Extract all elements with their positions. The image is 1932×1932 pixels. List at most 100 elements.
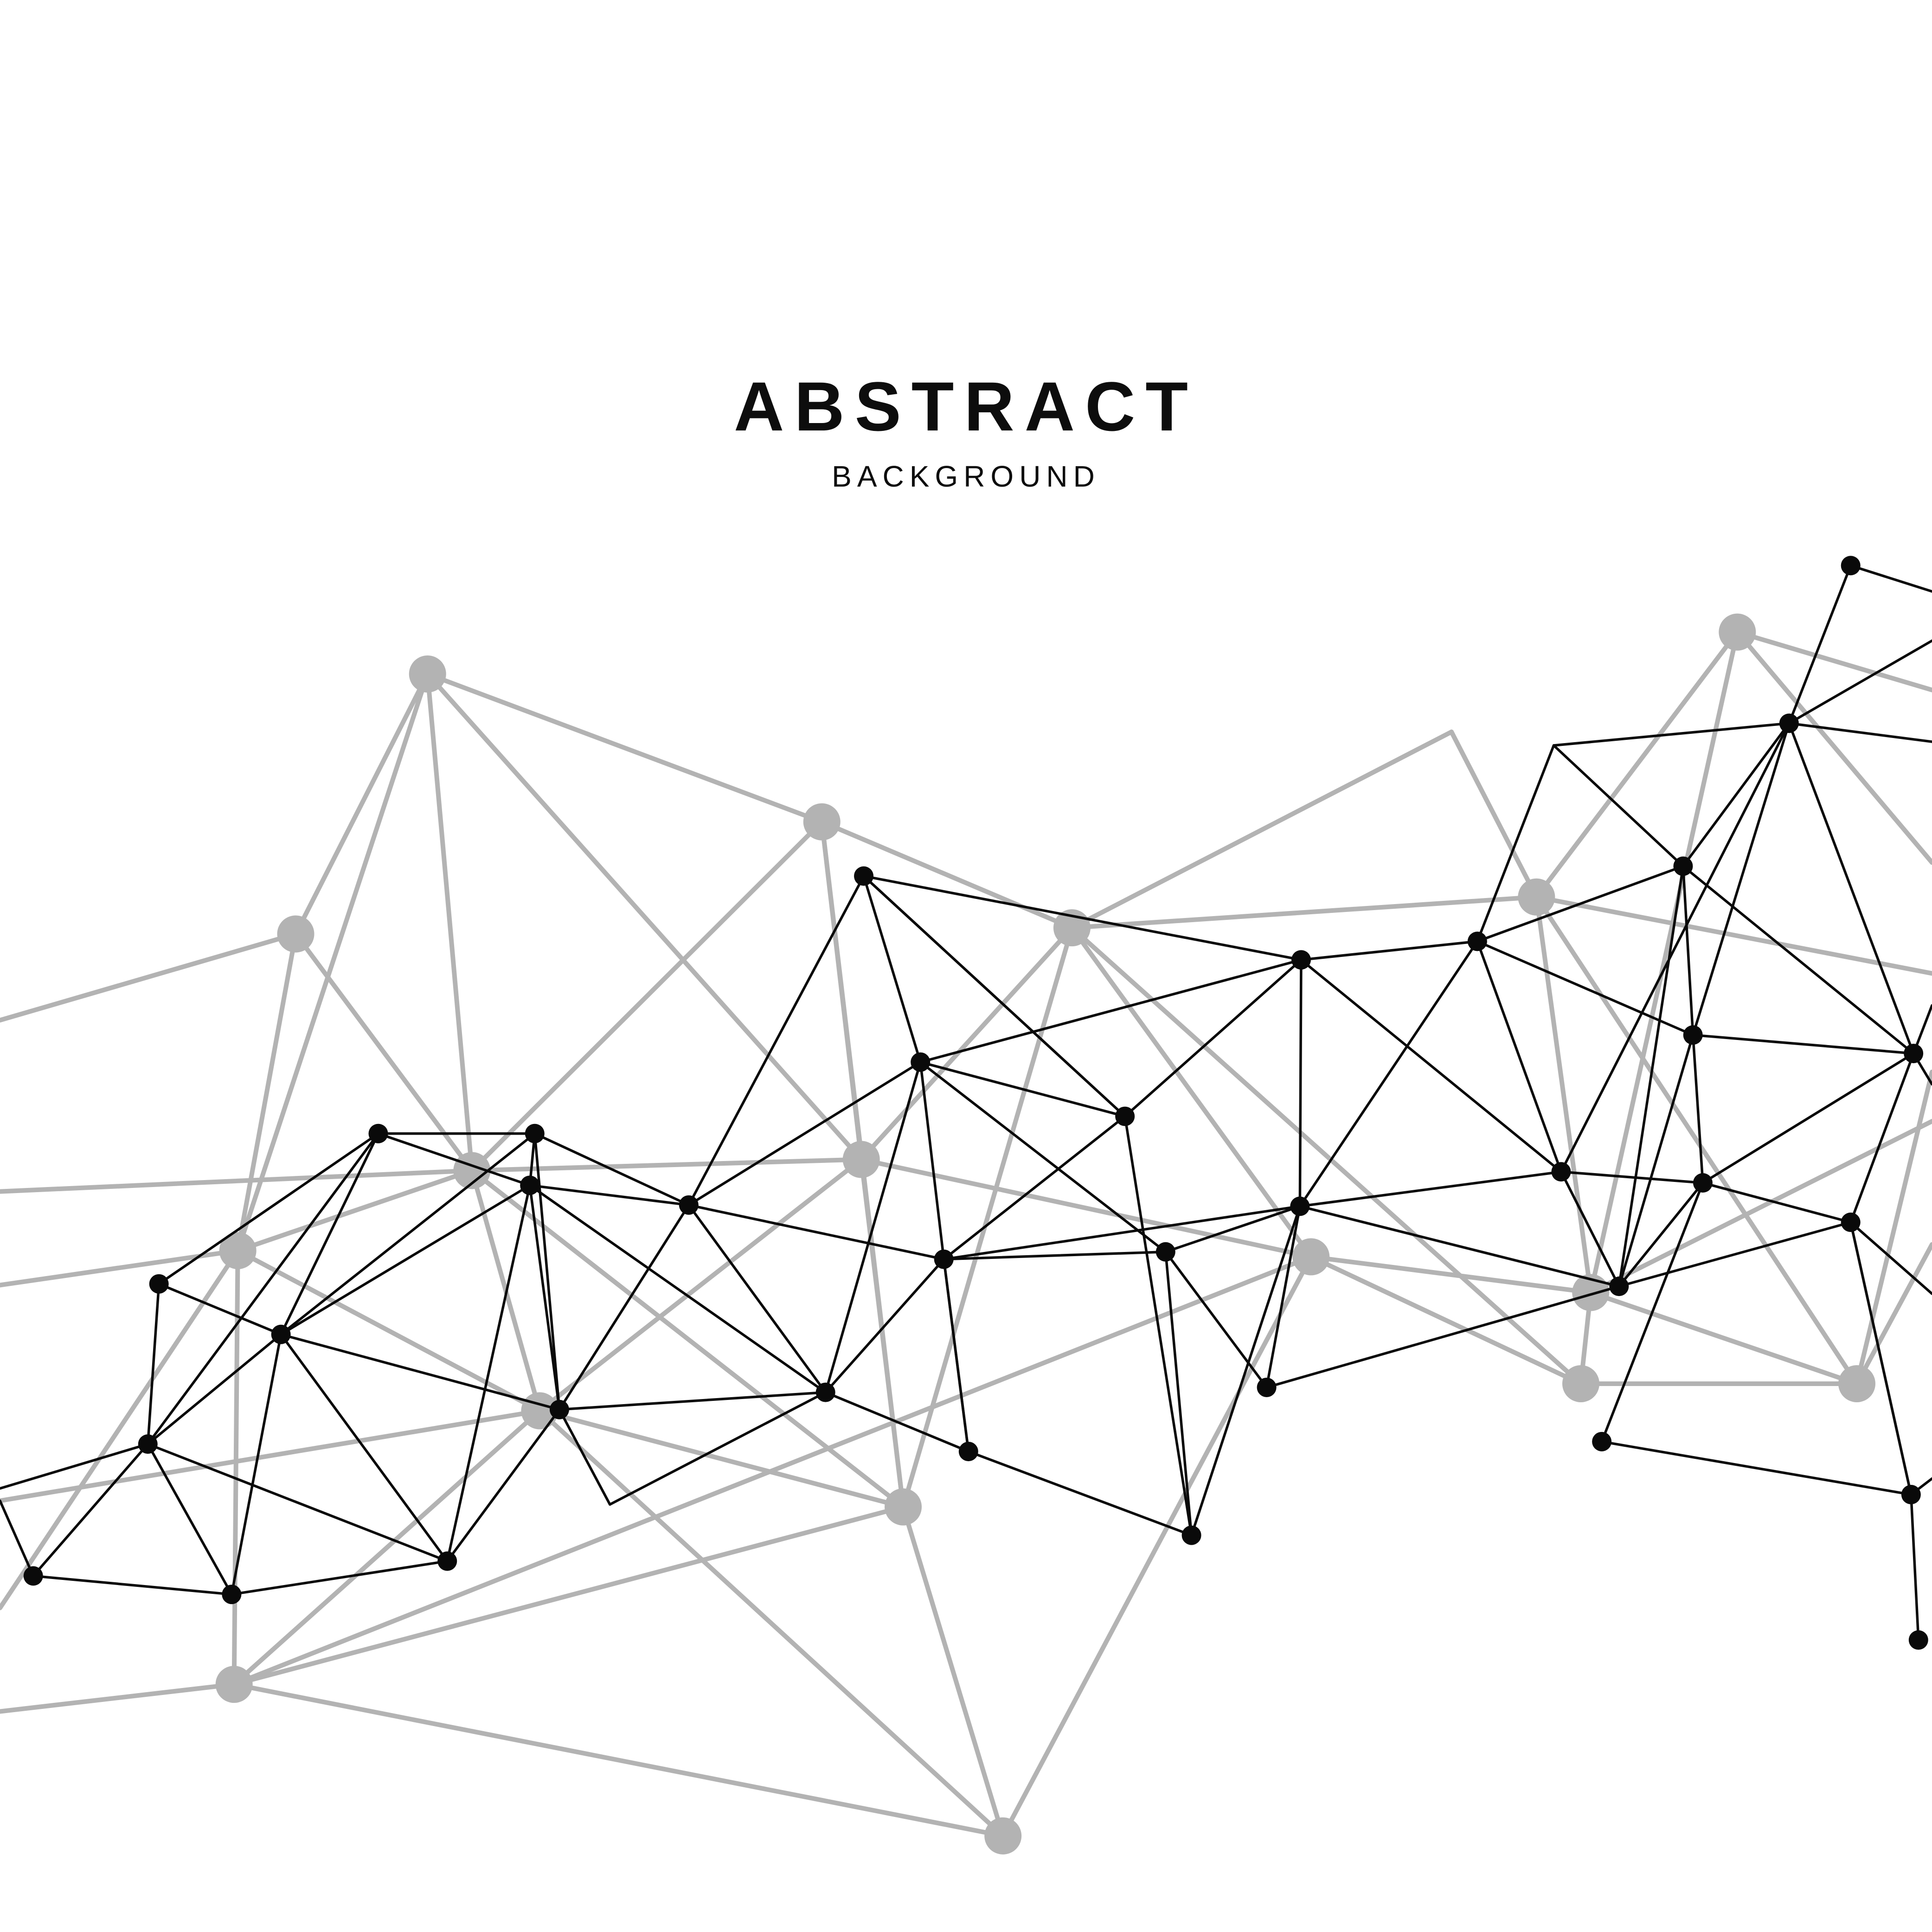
foreground-link xyxy=(687,1204,945,1261)
foreground-network xyxy=(0,556,1932,1650)
background-link xyxy=(1069,729,1454,931)
page-title: ABSTRACT xyxy=(734,367,1198,445)
foreground-node xyxy=(549,1399,569,1419)
foreground-link xyxy=(446,1184,531,1563)
foreground-node xyxy=(911,1052,931,1072)
foreground-link xyxy=(687,1060,922,1207)
foreground-link xyxy=(919,1060,1167,1253)
foreground-link xyxy=(1701,1181,1852,1224)
foreground-node xyxy=(1693,1173,1713,1193)
foreground-node xyxy=(815,1382,835,1402)
foreground-link xyxy=(446,1408,561,1563)
foreground-link xyxy=(1560,1170,1621,1288)
foreground-node xyxy=(1551,1162,1571,1182)
background-node xyxy=(215,1666,253,1703)
background-link xyxy=(1588,629,1740,1295)
foreground-link xyxy=(157,1132,380,1285)
background-node xyxy=(1518,878,1555,916)
foreground-link xyxy=(157,1283,282,1336)
foreground-link xyxy=(279,1333,561,1411)
foreground-link xyxy=(1910,1493,1920,1642)
background-link xyxy=(235,1168,475,1253)
foreground-link xyxy=(1476,865,1685,943)
foreground-link xyxy=(967,1450,1193,1537)
foreground-node xyxy=(958,1442,978,1462)
page-subtitle: BACKGROUND xyxy=(832,460,1100,493)
foreground-link xyxy=(942,1251,1167,1261)
foreground-link xyxy=(1298,1205,1621,1288)
foreground-node xyxy=(1841,1213,1861,1232)
background-link xyxy=(1854,1069,1932,1386)
foreground-node xyxy=(1291,950,1311,970)
background-link xyxy=(901,1504,1006,1838)
background-link xyxy=(1588,1290,1859,1386)
foreground-link xyxy=(1600,1181,1704,1443)
foreground-link xyxy=(1682,722,1791,868)
foreground-link xyxy=(1617,1181,1704,1288)
background-link xyxy=(1069,925,1314,1259)
foreground-link xyxy=(1190,1205,1302,1537)
foreground-node xyxy=(1904,1044,1924,1064)
background-link xyxy=(235,1248,542,1413)
foreground-link xyxy=(1788,639,1932,725)
foreground-link xyxy=(377,1132,531,1187)
background-link xyxy=(1534,894,1932,976)
background-node xyxy=(1719,613,1756,651)
foreground-link xyxy=(1682,865,1915,1055)
foreground-link xyxy=(533,1132,561,1411)
foreground-link xyxy=(1617,1033,1695,1288)
foreground-node xyxy=(1115,1106,1135,1126)
background-node xyxy=(984,1817,1022,1855)
foreground-link xyxy=(1123,1115,1193,1537)
foreground-node xyxy=(1683,1025,1703,1045)
foreground-link xyxy=(862,874,922,1064)
foreground-node xyxy=(520,1175,540,1195)
foreground-link xyxy=(147,1132,380,1445)
background-node xyxy=(277,915,315,953)
background-link xyxy=(901,925,1074,1509)
foreground-node xyxy=(1901,1485,1921,1505)
foreground-link xyxy=(1164,1251,1193,1537)
foreground-node xyxy=(1155,1242,1175,1262)
background-node xyxy=(1572,1274,1610,1311)
background-link xyxy=(1534,894,1859,1386)
foreground-node xyxy=(1181,1525,1201,1545)
background-node xyxy=(803,803,841,841)
foreground-link xyxy=(1849,1221,1913,1496)
foreground-node xyxy=(1908,1630,1928,1650)
background-node xyxy=(409,655,446,693)
background-link xyxy=(1069,925,1583,1386)
foreground-link xyxy=(824,1060,922,1394)
background-node xyxy=(219,1232,257,1270)
foreground-link xyxy=(1691,1033,1704,1184)
foreground-link xyxy=(687,1204,827,1394)
background-link xyxy=(231,1682,1006,1838)
foreground-link xyxy=(1788,722,1932,743)
background-link xyxy=(0,1408,542,1503)
foreground-link xyxy=(1600,1440,1913,1496)
foreground-link xyxy=(1298,940,1479,1208)
background-link xyxy=(537,1157,864,1413)
foreground-link xyxy=(32,1443,149,1578)
foreground-link xyxy=(1552,722,1791,747)
foreground-link xyxy=(1849,1052,1915,1224)
foreground-link xyxy=(1691,1033,1915,1055)
foreground-node xyxy=(437,1551,457,1571)
foreground-link xyxy=(1298,1170,1563,1208)
background-link xyxy=(1534,894,1593,1295)
foreground-link xyxy=(558,1408,611,1506)
foreground-link xyxy=(942,1258,970,1453)
foreground-node xyxy=(1841,556,1861,576)
background-link xyxy=(537,1408,906,1509)
foreground-link xyxy=(1691,722,1791,1036)
foreground-link xyxy=(919,1060,945,1261)
foreground-link xyxy=(862,874,1303,961)
background-link xyxy=(1069,894,1539,931)
background-link xyxy=(469,819,824,1173)
background-link xyxy=(0,1248,240,1611)
foreground-link xyxy=(1265,1285,1621,1389)
foreground-node xyxy=(854,866,874,886)
foreground-link xyxy=(279,1132,380,1336)
foreground-link xyxy=(824,1258,945,1394)
foreground-node xyxy=(149,1274,169,1294)
